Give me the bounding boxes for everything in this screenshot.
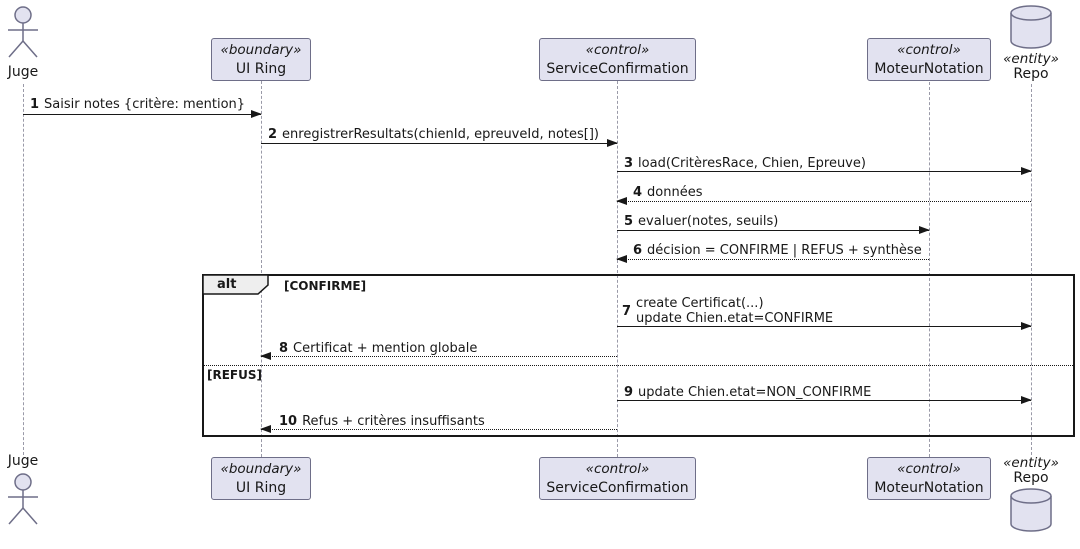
message-text: Saisir notes {critère: mention} <box>44 97 246 112</box>
lifeline-serviceconfirmation <box>617 81 618 457</box>
stereotype-entity: «entity» <box>1003 51 1059 67</box>
message-5-arrow <box>617 226 930 234</box>
message-9-label: 9 update Chien.etat=NON_CONFIRME <box>624 385 871 400</box>
message-9-arrow <box>617 396 1032 404</box>
lifeline-ui-ring <box>261 81 262 457</box>
message-2-arrow <box>261 139 618 147</box>
participant-juge-bottom: Juge <box>7 453 39 469</box>
message-2-label: 2 enregistrerResultats(chienId, epreuveId… <box>268 127 599 142</box>
participant-name: ServiceConfirmation <box>546 60 689 77</box>
message-10-arrow <box>260 425 617 433</box>
participant-moteurnotation-top: «control» MoteurNotation <box>867 38 991 81</box>
actor-icon <box>8 6 38 58</box>
guard-confirme: [CONFIRME] <box>284 279 367 293</box>
participant-name: UI Ring <box>235 479 287 496</box>
message-6-arrow <box>616 255 929 263</box>
message-6-label: 6 décision = CONFIRME | REFUS + synthèse <box>633 243 922 258</box>
message-text: Refus + critères insuffisants <box>302 414 485 429</box>
message-text: enregistrerResultats(chienId, epreuveId,… <box>282 127 600 142</box>
message-3-arrow <box>617 167 1032 175</box>
participant-ui-ring-bottom: «boundary» UI Ring <box>211 457 311 500</box>
message-text: evaluer(notes, seuils) <box>638 214 779 229</box>
message-number: 2 <box>268 127 278 142</box>
message-5-label: 5 evaluer(notes, seuils) <box>624 214 778 229</box>
participant-repo-top: Repo <box>1013 66 1049 82</box>
message-text: create Certificat(...) update Chien.etat… <box>636 296 834 326</box>
participant-serviceconfirmation-bottom: «control» ServiceConfirmation <box>539 457 696 500</box>
message-8-arrow <box>260 352 617 360</box>
lifeline-juge <box>23 84 24 455</box>
message-number: 7 <box>622 303 632 319</box>
alt-operator: alt <box>217 277 237 292</box>
message-number: 8 <box>279 341 289 356</box>
message-text: load(CritèresRace, Chien, Epreuve) <box>638 156 866 171</box>
message-number: 4 <box>633 185 643 200</box>
guard-refus: [REFUS] <box>207 368 262 382</box>
participant-moteurnotation-bottom: «control» MoteurNotation <box>867 457 991 500</box>
actor-icon <box>8 473 38 525</box>
alt-operator-pentagon <box>202 274 269 295</box>
participant-juge-top: Juge <box>7 64 39 80</box>
message-1-arrow <box>23 110 262 118</box>
message-3-label: 3 load(CritèresRace, Chien, Epreuve) <box>624 156 866 171</box>
message-number: 10 <box>279 414 298 429</box>
alt-divider <box>204 365 1073 366</box>
message-number: 5 <box>624 214 634 229</box>
message-4-label: 4 données <box>633 185 703 200</box>
message-number: 1 <box>30 97 40 112</box>
database-icon <box>1010 488 1052 532</box>
stereotype-control: «control» <box>585 460 650 477</box>
message-4-arrow <box>616 197 1031 205</box>
message-7-arrow <box>617 322 1032 330</box>
participant-name: ServiceConfirmation <box>546 479 689 496</box>
alt-fragment: alt [CONFIRME] [REFUS] <box>202 274 1075 437</box>
participant-name: MoteurNotation <box>874 479 984 496</box>
participant-name: MoteurNotation <box>874 60 984 77</box>
message-text: update Chien.etat=NON_CONFIRME <box>638 385 872 400</box>
message-10-label: 10 Refus + critères insuffisants <box>279 414 485 429</box>
lifeline-moteurnotation <box>929 82 930 457</box>
message-number: 6 <box>633 243 643 258</box>
lifeline-repo <box>1031 84 1032 455</box>
message-text: données <box>647 185 703 200</box>
stereotype-control: «control» <box>585 41 650 58</box>
message-text: Certificat + mention globale <box>293 341 478 356</box>
message-1-label: 1 Saisir notes {critère: mention} <box>30 97 245 112</box>
message-number: 3 <box>624 156 634 171</box>
stereotype-boundary: «boundary» <box>220 41 302 58</box>
participant-name: UI Ring <box>235 60 287 77</box>
database-icon <box>1010 5 1052 49</box>
stereotype-boundary: «boundary» <box>220 460 302 477</box>
message-number: 9 <box>624 385 634 400</box>
stereotype-control: «control» <box>897 41 961 58</box>
stereotype-control: «control» <box>897 460 961 477</box>
stereotype-entity: «entity» <box>1003 455 1059 471</box>
participant-ui-ring-top: «boundary» UI Ring <box>211 38 311 81</box>
participant-serviceconfirmation-top: «control» ServiceConfirmation <box>539 38 696 81</box>
message-text: décision = CONFIRME | REFUS + synthèse <box>647 243 922 258</box>
message-8-label: 8 Certificat + mention globale <box>279 341 477 356</box>
participant-repo-bottom: Repo <box>1013 470 1049 486</box>
